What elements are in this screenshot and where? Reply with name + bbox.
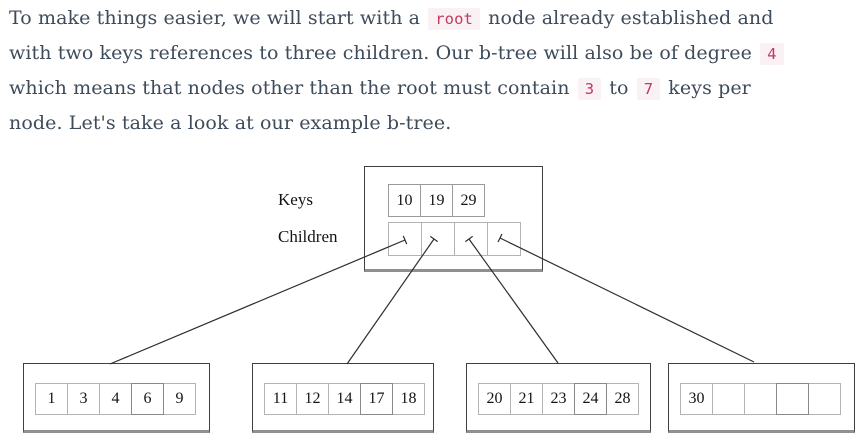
- key-cell: 21: [510, 383, 543, 415]
- inline-code: 4: [760, 43, 784, 65]
- key-cell: 18: [392, 383, 425, 415]
- paragraph-text: to: [603, 77, 635, 99]
- key-cell: 1: [35, 383, 68, 415]
- paragraph-line: with two keys references to three childr…: [9, 36, 786, 71]
- key-cell: 12: [296, 383, 329, 415]
- paragraph-line: node. Let's take a look at our example b…: [9, 106, 786, 140]
- intro-paragraph: To make things easier, we will start wit…: [9, 1, 786, 140]
- root-key-cell: 19: [420, 184, 453, 217]
- empty-cell: [712, 383, 745, 415]
- key-cell: 28: [606, 383, 639, 415]
- child-pointer-cell: [388, 222, 422, 256]
- child-pointer-cell: [454, 222, 488, 256]
- paragraph-text: keys per: [662, 77, 751, 99]
- inline-code: 3: [577, 78, 602, 100]
- paragraph-text: node already established and: [481, 7, 774, 29]
- leaf-cells-strip: 30: [680, 383, 841, 415]
- root-key-cell: 29: [452, 184, 485, 217]
- paragraph-line: To make things easier, we will start wit…: [9, 1, 786, 36]
- children-label: Children: [278, 227, 338, 246]
- paragraph-line: which means that nodes other than the ro…: [9, 71, 786, 106]
- key-cell: 14: [328, 383, 361, 415]
- leaf-node-4: 30: [668, 363, 855, 433]
- empty-cell: [808, 383, 841, 415]
- connector-line: [109, 239, 406, 365]
- key-cell: 20: [478, 383, 511, 415]
- key-cell: 3: [67, 383, 100, 415]
- key-cell: 4: [99, 383, 132, 415]
- empty-cell: [776, 383, 809, 415]
- empty-cell: [744, 383, 777, 415]
- child-pointer-cell: [487, 222, 521, 256]
- keys-label: Keys: [278, 190, 313, 209]
- key-cell: 24: [574, 383, 607, 415]
- key-cell: 30: [680, 383, 713, 415]
- key-cell: 17: [360, 383, 393, 415]
- root-children-strip: [388, 222, 521, 256]
- paragraph-text: To make things easier, we will start wit…: [9, 7, 427, 29]
- child-pointer-cell: [421, 222, 455, 256]
- key-cell: 23: [542, 383, 575, 415]
- root-node-box: [364, 166, 543, 272]
- root-key-cell: 10: [388, 184, 421, 217]
- inline-code: root: [428, 8, 480, 30]
- paragraph-text: which means that nodes other than the ro…: [9, 77, 576, 99]
- key-cell: 9: [163, 383, 196, 415]
- inline-code: 7: [636, 78, 661, 100]
- key-cell: 6: [131, 383, 164, 415]
- paragraph-text: node. Let's take a look at our example b…: [9, 112, 452, 134]
- key-cell: 11: [264, 383, 297, 415]
- connector-slot1-to-node1: [109, 235, 408, 365]
- paragraph-text: with two keys references to three childr…: [9, 42, 759, 64]
